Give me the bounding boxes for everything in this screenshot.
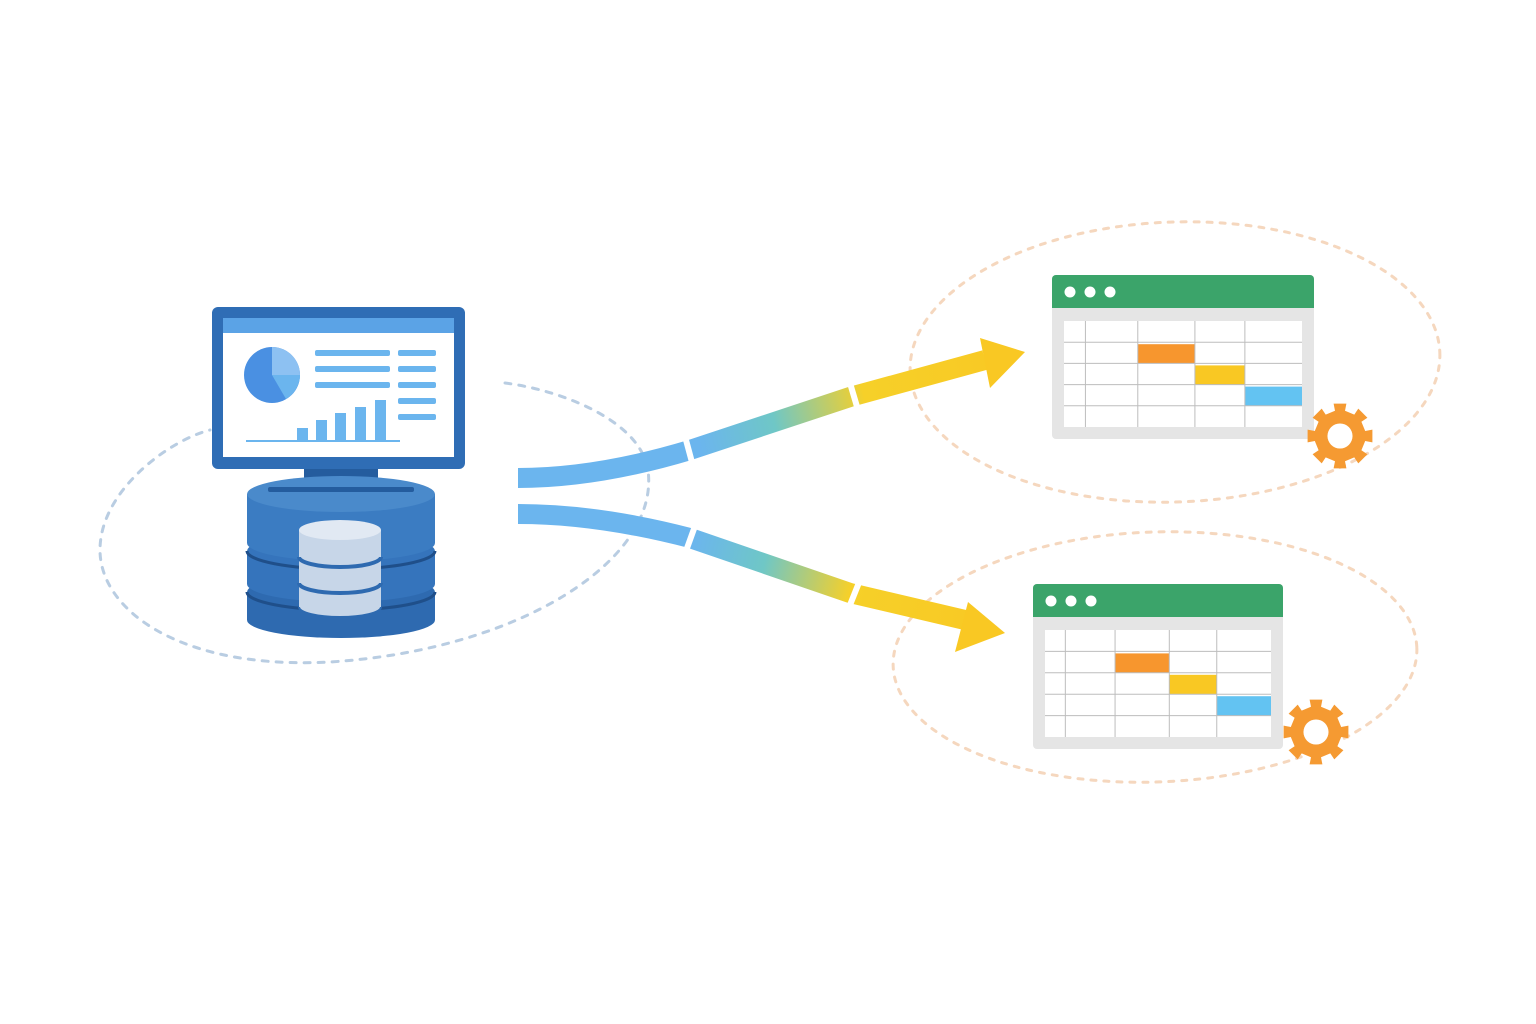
window-dot bbox=[1045, 595, 1057, 607]
spreadsheet-window-icon bbox=[1033, 584, 1283, 749]
pie-chart-icon bbox=[244, 347, 300, 403]
spreadsheet-top bbox=[1052, 275, 1373, 469]
highlighted-cell bbox=[1115, 653, 1170, 673]
window-dot bbox=[1104, 286, 1116, 298]
bar-chart-icon bbox=[246, 400, 400, 442]
monitor-icon bbox=[212, 307, 465, 483]
highlighted-cell bbox=[1244, 386, 1302, 406]
highlighted-cell bbox=[1169, 674, 1217, 695]
window-dot bbox=[1085, 595, 1097, 607]
cylinder-icon bbox=[297, 520, 383, 618]
window-dot bbox=[1064, 286, 1076, 298]
dashed-orbit-bottom bbox=[891, 530, 1419, 784]
dashboard-text-lines bbox=[315, 350, 436, 420]
window-dot bbox=[1065, 595, 1077, 607]
arrow-right-icon bbox=[955, 602, 1005, 652]
arrow-right-icon bbox=[980, 338, 1025, 388]
highlighted-cell bbox=[1137, 344, 1195, 364]
flow-to-spreadsheet-top bbox=[517, 338, 1025, 488]
spreadsheet-bottom bbox=[1033, 584, 1349, 765]
gear-icon bbox=[1307, 403, 1373, 469]
source-database-dashboard bbox=[212, 307, 465, 638]
gear-icon bbox=[1283, 699, 1349, 765]
highlighted-cell bbox=[1194, 365, 1245, 385]
highlighted-cell bbox=[1216, 696, 1271, 716]
flow-to-spreadsheet-bottom bbox=[517, 504, 1005, 652]
window-dot bbox=[1084, 286, 1096, 298]
spreadsheet-window-icon bbox=[1052, 275, 1314, 439]
